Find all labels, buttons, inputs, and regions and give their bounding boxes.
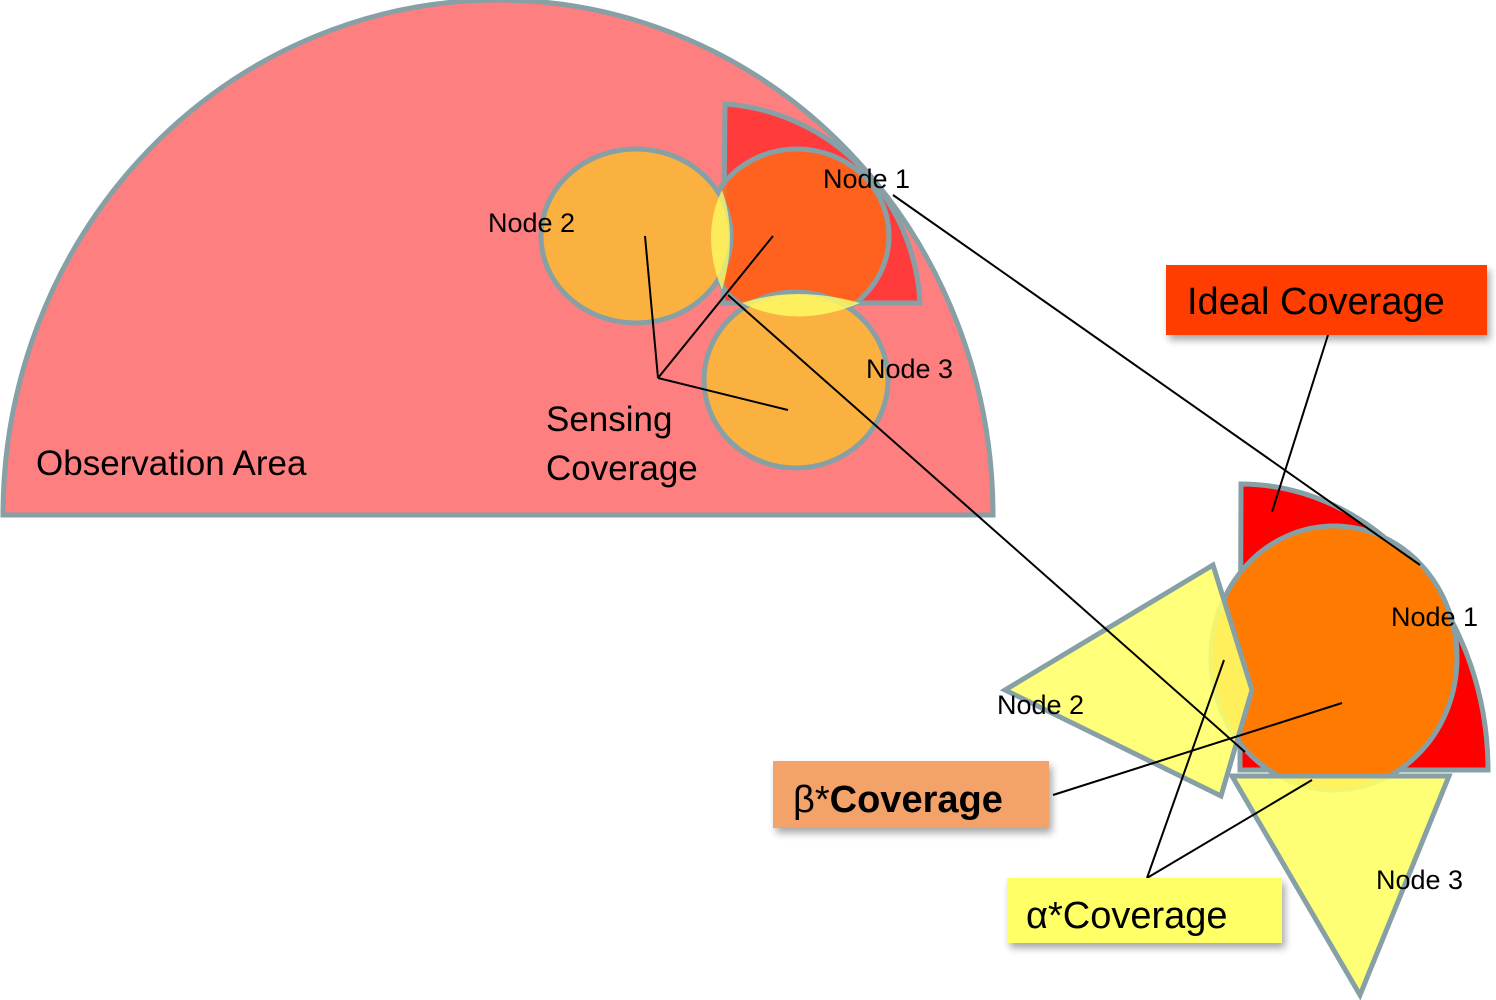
- ideal-coverage-box: [1166, 265, 1487, 335]
- beta-symbol: β*: [793, 779, 830, 821]
- observation-area-label: Observation Area: [36, 444, 307, 483]
- right-node2-triangle: [999, 561, 1255, 800]
- beta-coverage-word: Coverage: [830, 779, 1003, 821]
- sensing-coverage-label-line1: Sensing: [546, 400, 672, 439]
- alpha-pointer-line-b: [1146, 779, 1313, 879]
- sensing-coverage-label-line2: Coverage: [546, 449, 698, 488]
- alpha-coverage-box: [1007, 878, 1282, 943]
- ideal-coverage-label: Ideal Coverage: [1187, 281, 1445, 323]
- alpha-pointer-line-a: [1146, 659, 1225, 879]
- sensing-line-node2: [644, 235, 659, 379]
- zoom-line-node2-3: [727, 294, 1246, 753]
- node3-sensing-circle: [701, 289, 891, 471]
- right-node1-label: Node 1: [1391, 602, 1478, 632]
- sensing-line-node1: [657, 235, 774, 379]
- right-node2-label: Node 2: [997, 690, 1084, 720]
- overlap-node1-node2: [711, 190, 730, 290]
- alpha-coverage-label: α*Coverage: [1026, 895, 1228, 937]
- left-node1-label: Node 1: [823, 164, 910, 194]
- sensing-line-node3: [657, 377, 789, 411]
- right-node3-label: Node 3: [1376, 865, 1463, 895]
- node2-sensing-circle: [538, 146, 734, 326]
- right-node3-triangle: [1227, 773, 1453, 1000]
- beta-pointer-line: [1052, 702, 1343, 796]
- zoom-line-node1: [892, 194, 1421, 566]
- beta-coverage-label: β*Coverage: [793, 779, 1003, 821]
- ideal-pointer-line: [1271, 334, 1329, 513]
- left-node2-label: Node 2: [488, 208, 575, 238]
- right-node1-coverage-circle: [1208, 523, 1460, 793]
- left-node3-label: Node 3: [866, 354, 953, 384]
- overlap-node1-node3: [742, 294, 860, 317]
- beta-coverage-box: [773, 761, 1049, 828]
